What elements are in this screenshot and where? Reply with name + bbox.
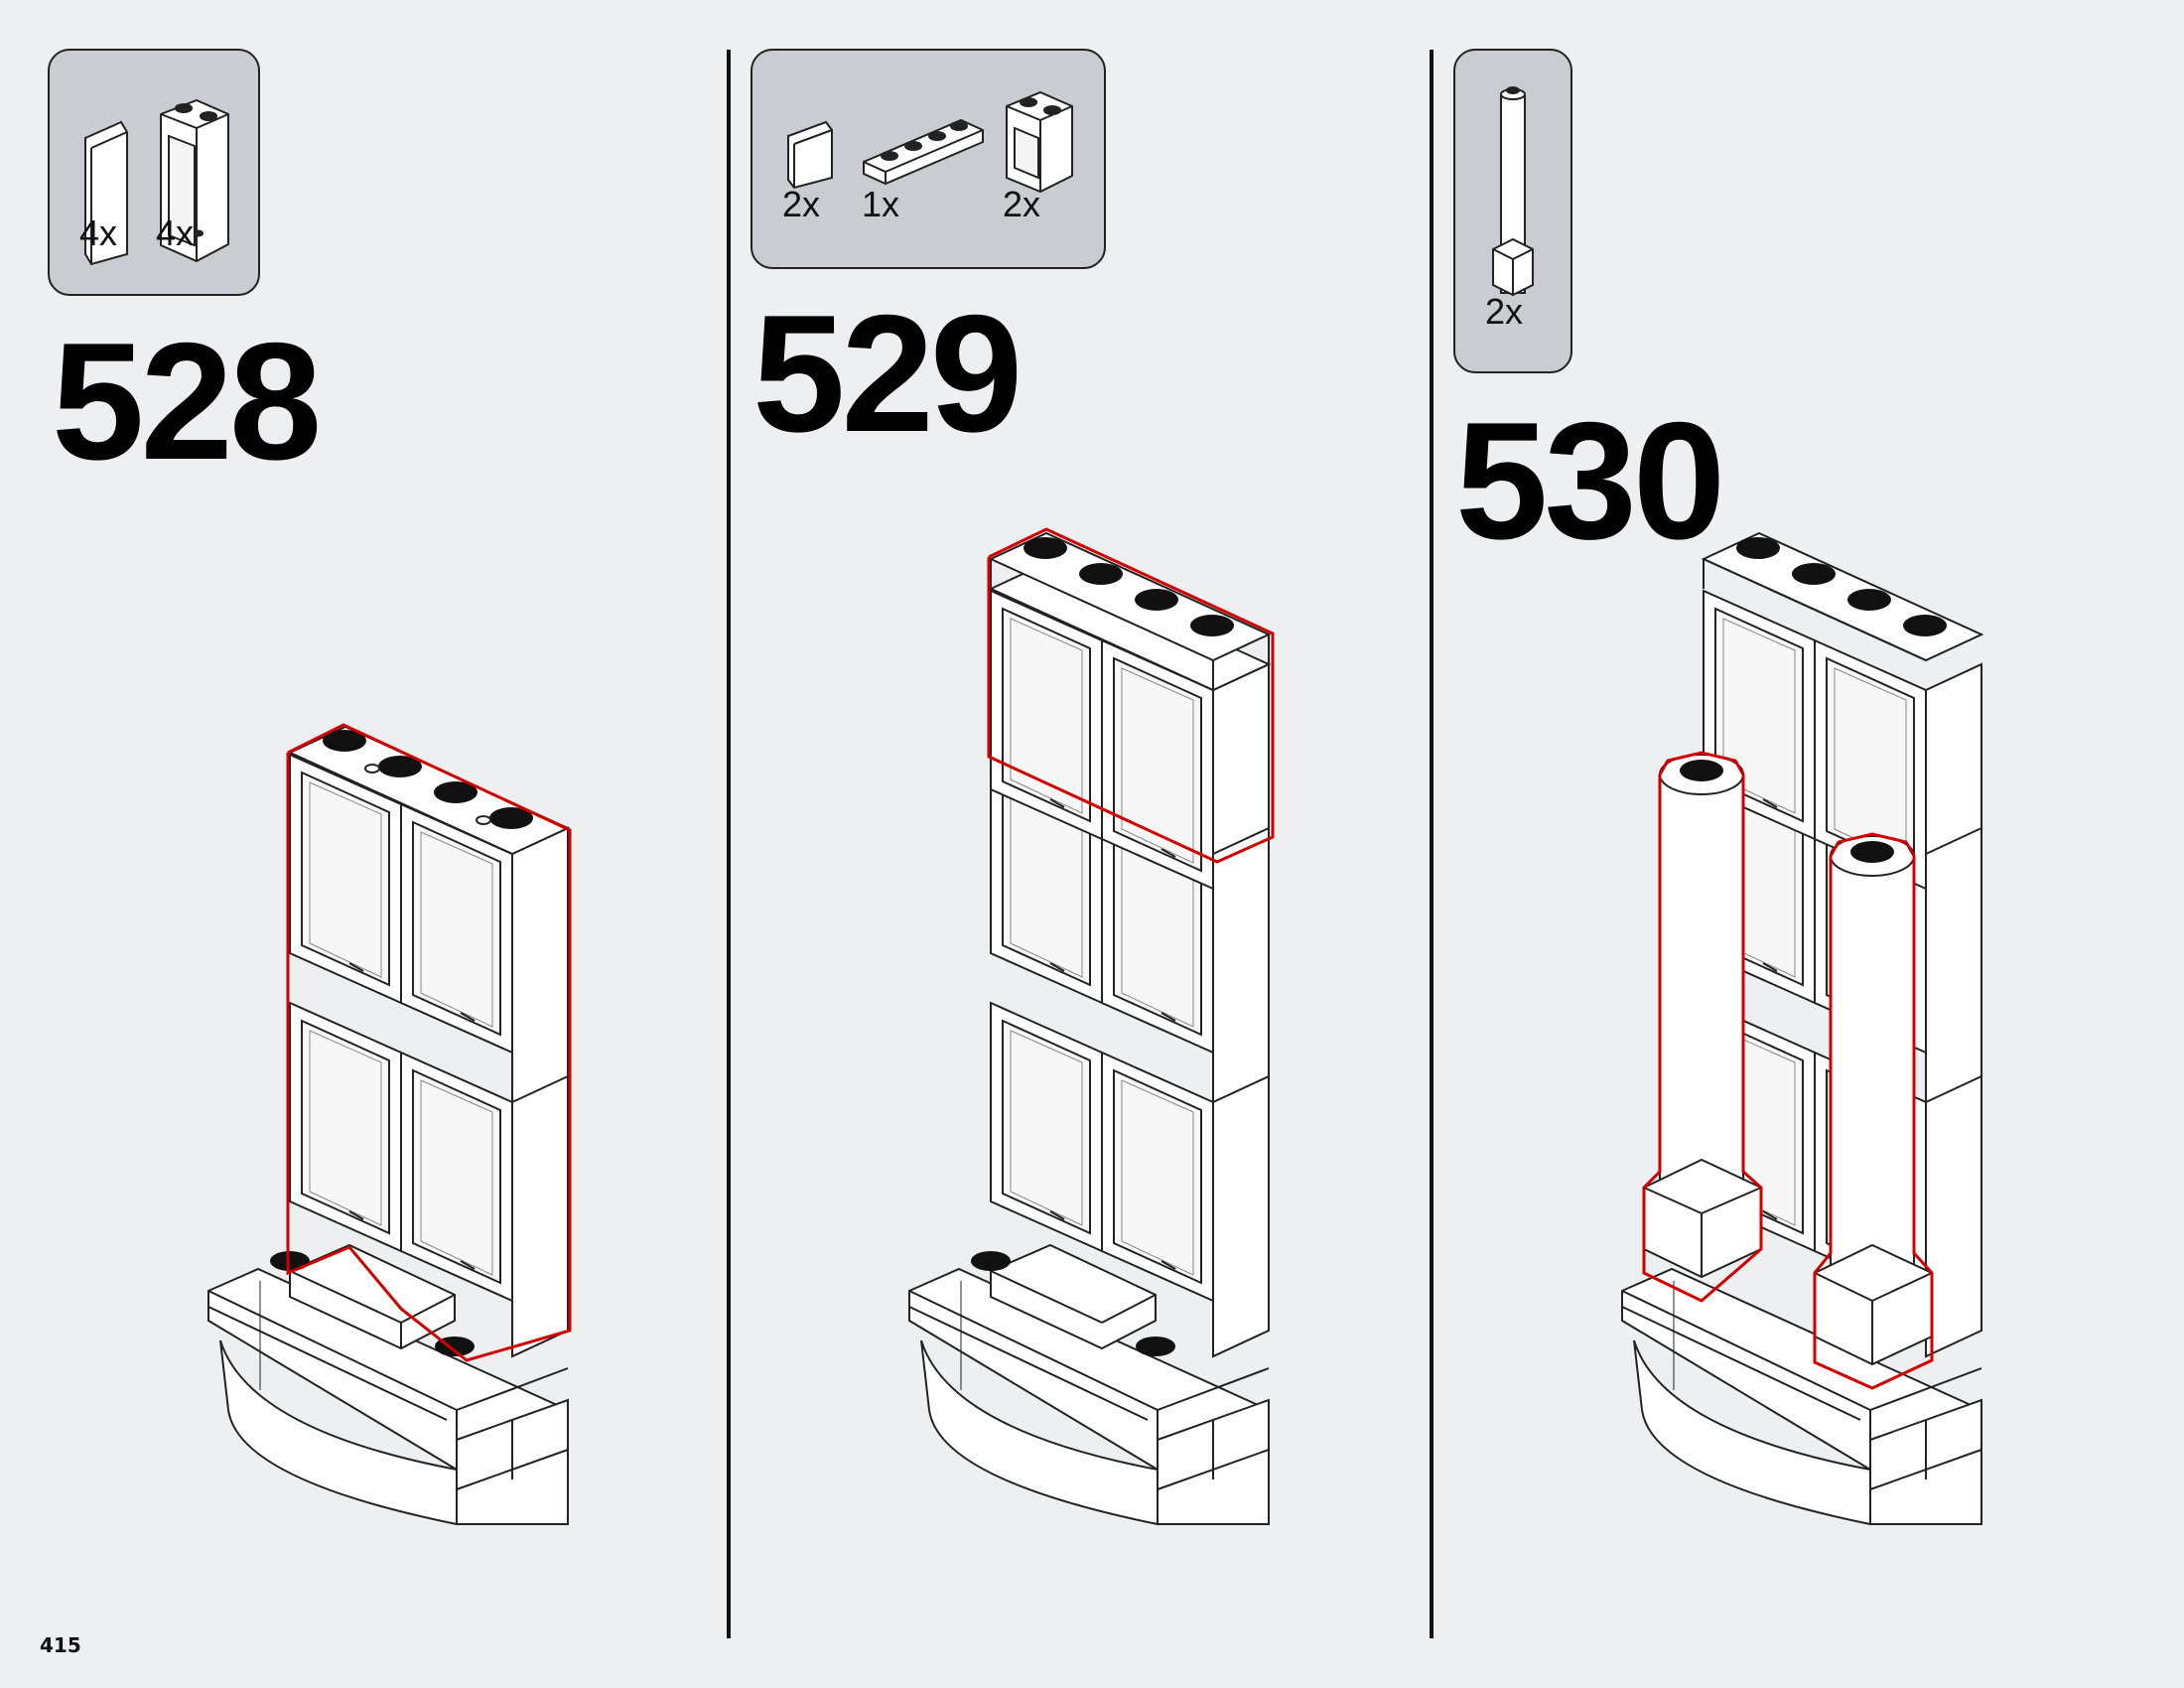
column-left xyxy=(1642,751,1763,1303)
parts-icons-step-530 xyxy=(1492,86,1534,297)
window-frame-1x2x3-icon xyxy=(160,98,229,263)
parts-icons-step-528 xyxy=(84,98,229,266)
new-part-highlight xyxy=(1813,832,1934,1390)
parts-callout-step-529: 2x 1x 2x xyxy=(751,49,1106,269)
step-number-530: 530 xyxy=(1455,387,1725,574)
column-right xyxy=(1813,832,1934,1390)
step-number-529: 529 xyxy=(752,280,1023,467)
parts-callout-step-528: 4x 4x xyxy=(48,49,260,296)
part-quantity-plate: 1x xyxy=(862,184,900,224)
new-part-highlight xyxy=(286,723,572,1362)
window-frame-1x2x2-icon xyxy=(1006,90,1073,194)
step-divider-right xyxy=(1430,50,1433,1638)
step-divider-left xyxy=(727,50,731,1638)
model-step-529 xyxy=(908,527,1275,1525)
window-glass-pane-icon xyxy=(84,120,128,266)
window-glass-pane-icon xyxy=(787,120,833,190)
part-quantity-frame: 2x xyxy=(1003,184,1041,224)
parts-icons-step-529 xyxy=(787,90,1073,194)
step-number-528: 528 xyxy=(52,308,322,494)
part-quantity-column: 2x xyxy=(1485,291,1524,332)
plate-1x4-icon xyxy=(863,118,984,186)
part-quantity-glass: 2x xyxy=(782,184,821,224)
new-part-highlight xyxy=(1642,751,1763,1303)
new-part-highlight xyxy=(987,527,1275,864)
part-quantity-frame: 4x xyxy=(156,212,195,253)
column-pillar-icon xyxy=(1492,86,1534,297)
model-step-528 xyxy=(207,723,572,1525)
model-step-530 xyxy=(1621,531,1984,1525)
parts-callout-step-530: 2x xyxy=(1453,49,1572,373)
page-number: 415 xyxy=(40,1633,81,1657)
part-quantity-glass: 4x xyxy=(79,212,118,253)
